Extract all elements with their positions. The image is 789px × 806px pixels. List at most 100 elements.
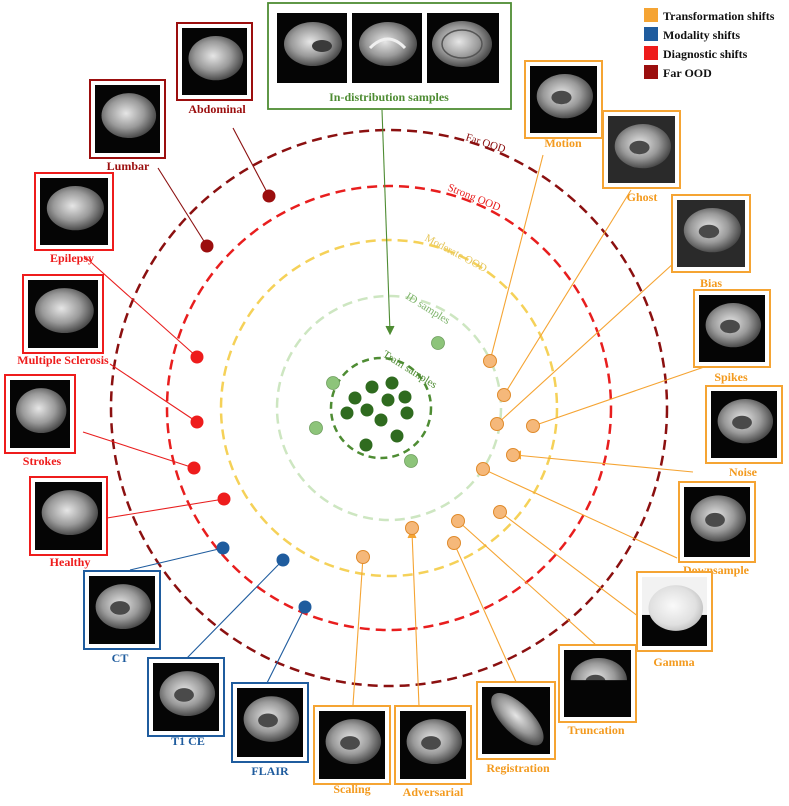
connector-lumbar [157,167,208,247]
thumbnail-scaling: Scaling [313,705,391,796]
id-samples-ring [275,294,503,522]
id-sample-dot [431,336,445,350]
id-sample-dot [326,376,340,390]
scaling-dot [356,550,370,564]
brain-thumbnail [277,13,347,83]
downsample-dot [476,462,490,476]
connector-spikes [532,364,711,427]
thumbnail-label: Scaling [333,782,370,796]
thumbnail-label: Strokes [23,454,62,468]
connector-truncation [457,520,597,646]
thumbnail-registration: Registration [476,681,556,775]
thumbnail-abdominal: Abdominal [176,22,253,116]
connector-healthy [106,498,225,519]
train-sample-dot [400,406,414,420]
thumbnail-downsample: Downsample [678,481,756,577]
thumbnail-label: Adversarial [403,785,464,799]
ghost-dot [497,388,511,402]
connector-adversarial [411,531,420,707]
healthy-dot [217,492,231,506]
thumbnail-label: CT [112,651,129,665]
legend: Transformation shifts Modality shifts Di… [644,8,775,80]
connector-bias [496,261,676,425]
ood-rings [109,128,669,688]
legend-label: Diagnostic shifts [663,47,748,61]
id-samples-ring-label: ID samples [403,290,452,327]
connector-ct [129,547,224,571]
lesion-shape [551,90,572,105]
brain-shape [648,585,704,631]
train-sample-dot [340,406,354,420]
lesion-shape [421,736,441,750]
thumbnail-label: T1 CE [171,734,205,748]
connector-registration [453,542,518,685]
connector-lines [82,109,711,707]
ring-labels: Far OOD Strong OOD Moderate OOD ID sampl… [380,131,507,391]
thumbnail-adversarial: Adversarial [394,705,472,799]
adversarial-dot [405,521,419,535]
legend-label: Transformation shifts [663,9,775,23]
thumbnail-lumbar: Lumbar [89,79,166,173]
thumbnail-bias: Bias [671,194,751,290]
lesion-shape [258,713,278,728]
legend-label: Far OOD [663,66,712,80]
thumbnail-spikes: Spikes [693,289,771,384]
thumbnail-healthy: Healthy [29,476,108,569]
legend-swatch [644,65,658,79]
moderate-ood-ring [219,238,559,578]
thumbnail-ct: CT [83,570,161,665]
lesion-shape [110,601,130,615]
brain-thumbnail [352,13,422,83]
ct-dot [216,541,230,555]
in-distribution-box: In-distribution samples [267,2,512,110]
thumbnail-noise: Noise [705,385,783,479]
lumbar-dot [200,239,214,253]
multiple-sclerosis-dot [190,415,204,429]
thumbnail-label: Lumbar [107,159,150,173]
thumbnail-label: Noise [729,465,758,479]
thumbnail-strokes: Strokes [4,374,76,468]
connector-scaling [352,556,364,706]
lesion-shape [174,688,194,702]
train-sample-dot [385,376,399,390]
lesion-shape [720,319,740,334]
connector-abdominal [232,127,270,197]
t1ce-dot [276,553,290,567]
brain-shape [491,692,544,746]
train-samples-ring [329,356,433,460]
epilepsy-dot [190,350,204,364]
lesion-shape [340,736,360,750]
train-sample-dot [348,391,362,405]
far-ood-ring [109,128,669,688]
gamma-dot [493,505,507,519]
id-sample-dot [404,454,418,468]
connector-multiple-sclerosis [109,363,198,423]
bias-dot [490,417,504,431]
thumbnail-label: Epilepsy [50,251,94,265]
in-distribution-arrow [381,109,391,333]
thumbnail-motion: Motion [524,60,603,150]
lesion-shape [629,140,650,155]
thumbnail-label: FLAIR [251,764,289,778]
brain-thumbnail [427,13,499,83]
thumbnail-gamma: Gamma [636,571,713,669]
legend-swatch [644,27,658,41]
thumbnail-label: Multiple Sclerosis [17,353,109,367]
strong-ood-ring-label: Strong OOD [446,182,502,214]
truncation-dot [451,514,465,528]
train-sample-dot [374,413,388,427]
thumbnail-flair: FLAIR [231,682,309,778]
thumbnail-label: Abdominal [188,102,246,116]
in-distribution-label: In-distribution samples [329,90,449,104]
brain-shape [41,490,98,536]
lesion-shape [705,512,725,527]
thumbnail-t1-ce: T1 CE [147,657,225,748]
thumbnail-ghost: Ghost [602,110,681,204]
motion-dot [483,354,497,368]
brain-shape [35,288,94,334]
flair-dot [298,600,312,614]
thumbnail-label: Bias [700,276,722,290]
legend-swatch [644,46,658,60]
thumbnail-label: Healthy [50,555,91,569]
